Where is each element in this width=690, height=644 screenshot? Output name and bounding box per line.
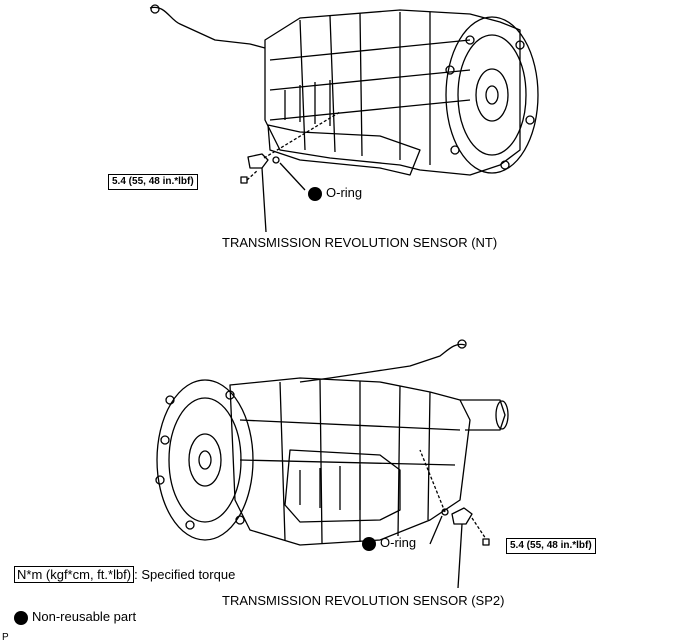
bottom-sensor-label: TRANSMISSION REVOLUTION SENSOR (SP2) bbox=[222, 593, 505, 608]
bottom-oring-text: O-ring bbox=[380, 535, 417, 550]
nonreusable-dot-icon bbox=[362, 536, 376, 551]
top-oring-label: O-ring bbox=[308, 186, 362, 201]
nonreusable-dot-icon bbox=[14, 610, 28, 625]
legend-nonreusable: Non-reusable part bbox=[14, 610, 136, 625]
legend-nonreusable-text: Non-reusable part bbox=[32, 609, 137, 624]
legend-torque-text: : Specified torque bbox=[134, 567, 236, 582]
bottom-oring-label: O-ring bbox=[362, 536, 416, 551]
top-transmission-drawing bbox=[149, 4, 539, 233]
top-oring-text: O-ring bbox=[326, 185, 363, 200]
bottom-torque-spec: 5.4 (55, 48 in.*lbf) bbox=[506, 538, 596, 554]
top-sensor-label: TRANSMISSION REVOLUTION SENSOR (NT) bbox=[222, 235, 498, 250]
top-torque-spec: 5.4 (55, 48 in.*lbf) bbox=[108, 174, 198, 190]
legend-torque-box: N*m (kgf*cm, ft.*lbf) bbox=[14, 566, 135, 583]
nonreusable-dot-icon bbox=[308, 186, 322, 201]
footer-code: P bbox=[2, 632, 9, 643]
bottom-transmission-drawing bbox=[155, 339, 509, 589]
legend-torque: N*m (kgf*cm, ft.*lbf): Specified torque bbox=[14, 566, 236, 583]
